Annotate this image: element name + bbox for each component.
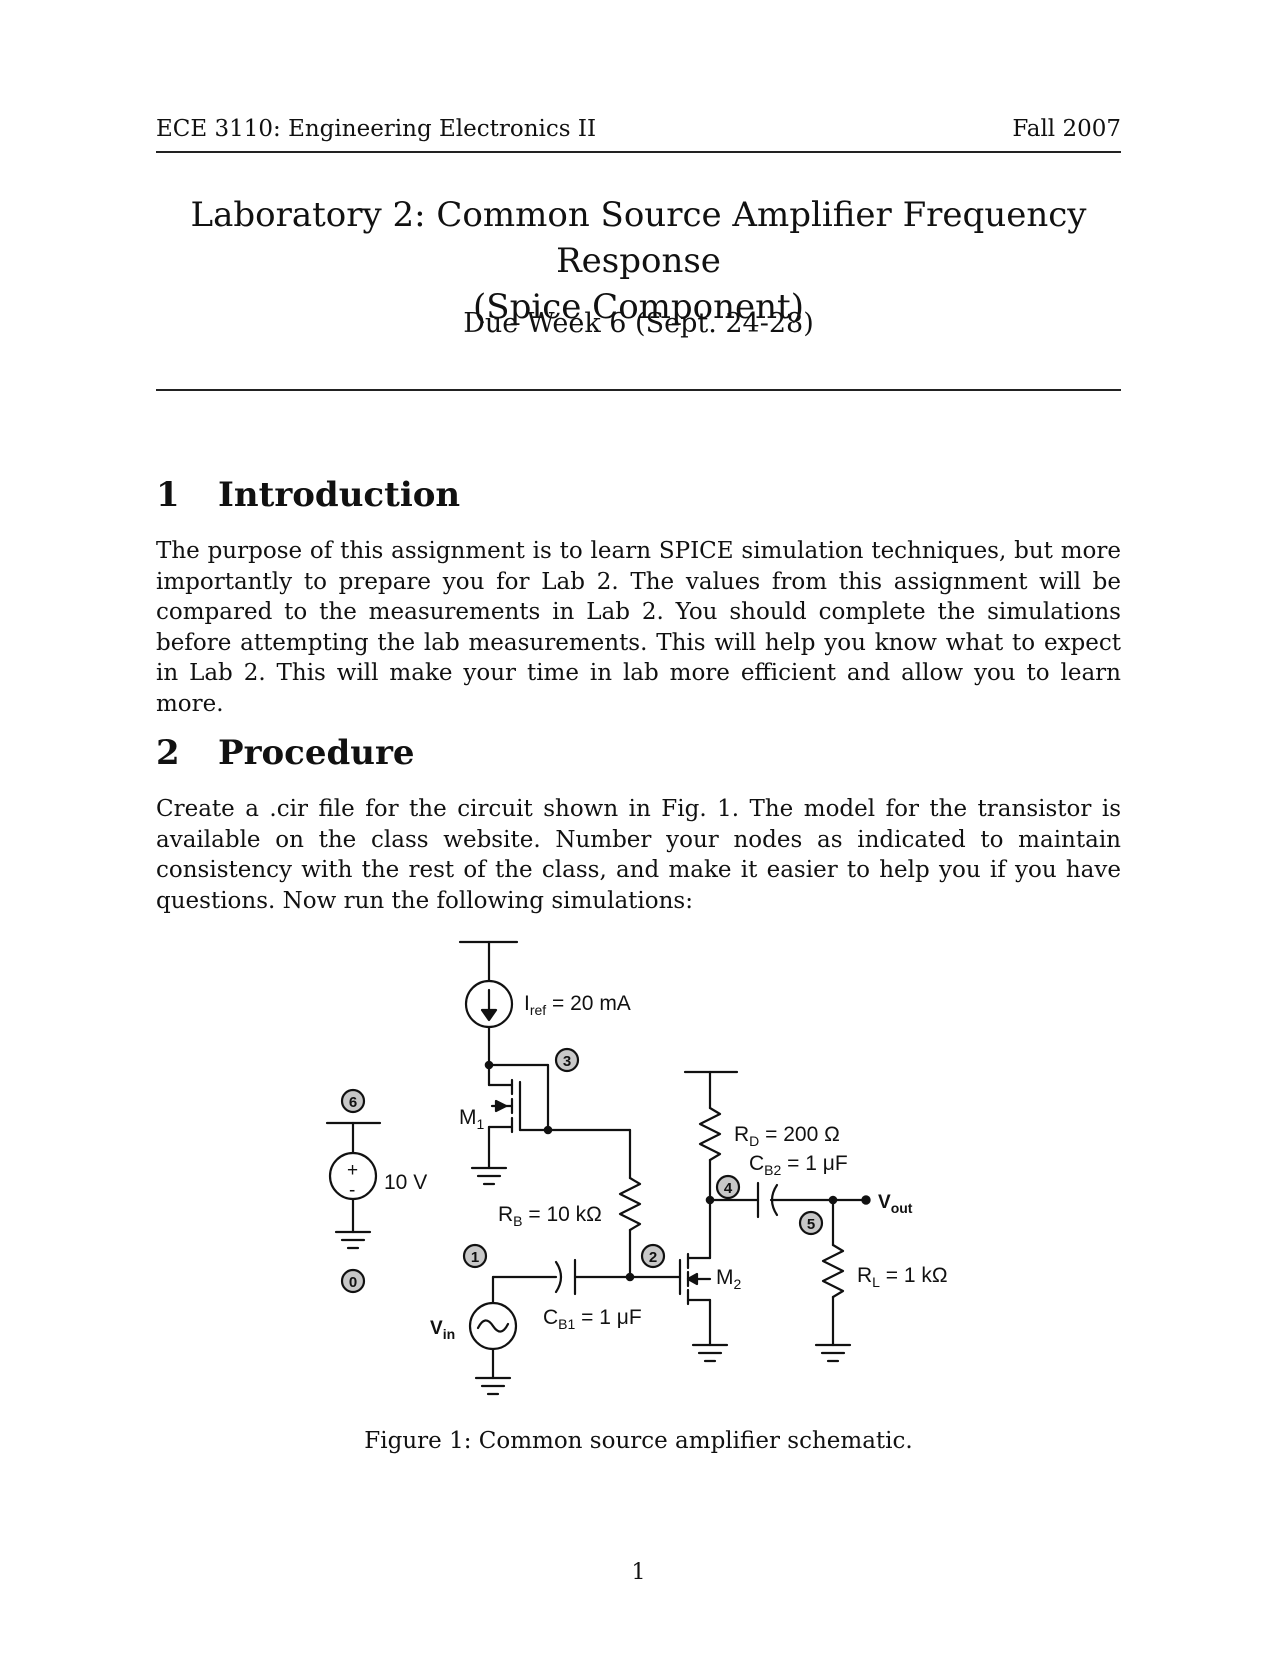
cb2-label: CB2 = 1 μF	[749, 1152, 848, 1178]
resistor-rb	[618, 1128, 642, 1279]
minus-sign: -	[349, 1180, 355, 1201]
section-title: Procedure	[218, 733, 415, 773]
capacitor-cb2	[708, 1181, 871, 1219]
procedure-paragraph: Create a .cir file for the circuit shown…	[156, 796, 1121, 914]
node-marker-1: 1	[462, 1243, 488, 1269]
vin-label: Vin	[430, 1318, 455, 1342]
section-heading-introduction: 1 Introduction	[156, 475, 460, 515]
svg-text:2: 2	[649, 1249, 657, 1266]
dc-source-10v	[325, 1121, 382, 1250]
m2-label: M2	[716, 1266, 742, 1292]
current-source-iref	[464, 979, 514, 1067]
node-marker-4: 4	[715, 1174, 741, 1200]
node-marker-3: 3	[554, 1047, 580, 1073]
node-marker-2: 2	[640, 1243, 666, 1269]
svg-text:4: 4	[724, 1180, 733, 1197]
vout-label: Vout	[878, 1192, 913, 1216]
transistor-m1	[487, 1063, 632, 1170]
term: Fall 2007	[1012, 116, 1121, 142]
section-title: Introduction	[218, 475, 461, 515]
figure-caption: Figure 1: Common source amplifier schema…	[364, 1428, 913, 1454]
svg-text:6: 6	[349, 1094, 357, 1111]
cb1-label: CB1 = 1 μF	[543, 1306, 642, 1332]
course-title: ECE 3110: Engineering Electronics II	[156, 116, 597, 142]
iref-label: Iref = 20 mA	[524, 992, 631, 1018]
header-rule	[156, 151, 1121, 153]
node-marker-0: 0	[340, 1268, 366, 1294]
transistor-m2	[678, 1198, 712, 1347]
vdd-rail-iref	[458, 940, 519, 982]
svg-text:3: 3	[563, 1053, 571, 1070]
title-line-2: (Spice Component)	[473, 287, 804, 327]
node-marker-6: 6	[340, 1088, 366, 1114]
m1-drain-gate-wire	[484, 1060, 553, 1135]
title-line-1: Laboratory 2: Common Source Amplifier Fr…	[190, 195, 1087, 281]
node-marker-5: 5	[798, 1210, 824, 1236]
m1-label: M1	[459, 1106, 485, 1132]
due-date: Due Week 6 (Sept. 24-28)	[463, 308, 814, 339]
node2-wire	[573, 1272, 682, 1282]
section-heading-procedure: 2 Procedure	[156, 733, 415, 773]
capacitor-cb1	[491, 1258, 577, 1296]
introduction-paragraph: The purpose of this assignment is to lea…	[156, 538, 1121, 717]
page-number: 1	[631, 1560, 646, 1585]
vsrc-label: 10 V	[384, 1171, 427, 1194]
title-rule	[156, 389, 1121, 391]
signal-source-vin	[468, 1275, 518, 1396]
ground-m2	[691, 1343, 729, 1363]
section-number: 2	[156, 733, 180, 773]
resistor-rl	[814, 1198, 852, 1363]
plus-sign: +	[347, 1160, 358, 1181]
document-title: Laboratory 2: Common Source Amplifier Fr…	[156, 192, 1121, 330]
rl-label: RL = 1 kΩ	[857, 1264, 948, 1290]
svg-text:0: 0	[349, 1274, 357, 1291]
svg-text:1: 1	[471, 1249, 479, 1266]
rb-label: RB = 10 kΩ	[498, 1203, 602, 1229]
ground-m1	[470, 1166, 508, 1186]
svg-text:5: 5	[807, 1216, 815, 1233]
section-number: 1	[156, 475, 180, 515]
rd-label: RD = 200 Ω	[734, 1123, 840, 1149]
